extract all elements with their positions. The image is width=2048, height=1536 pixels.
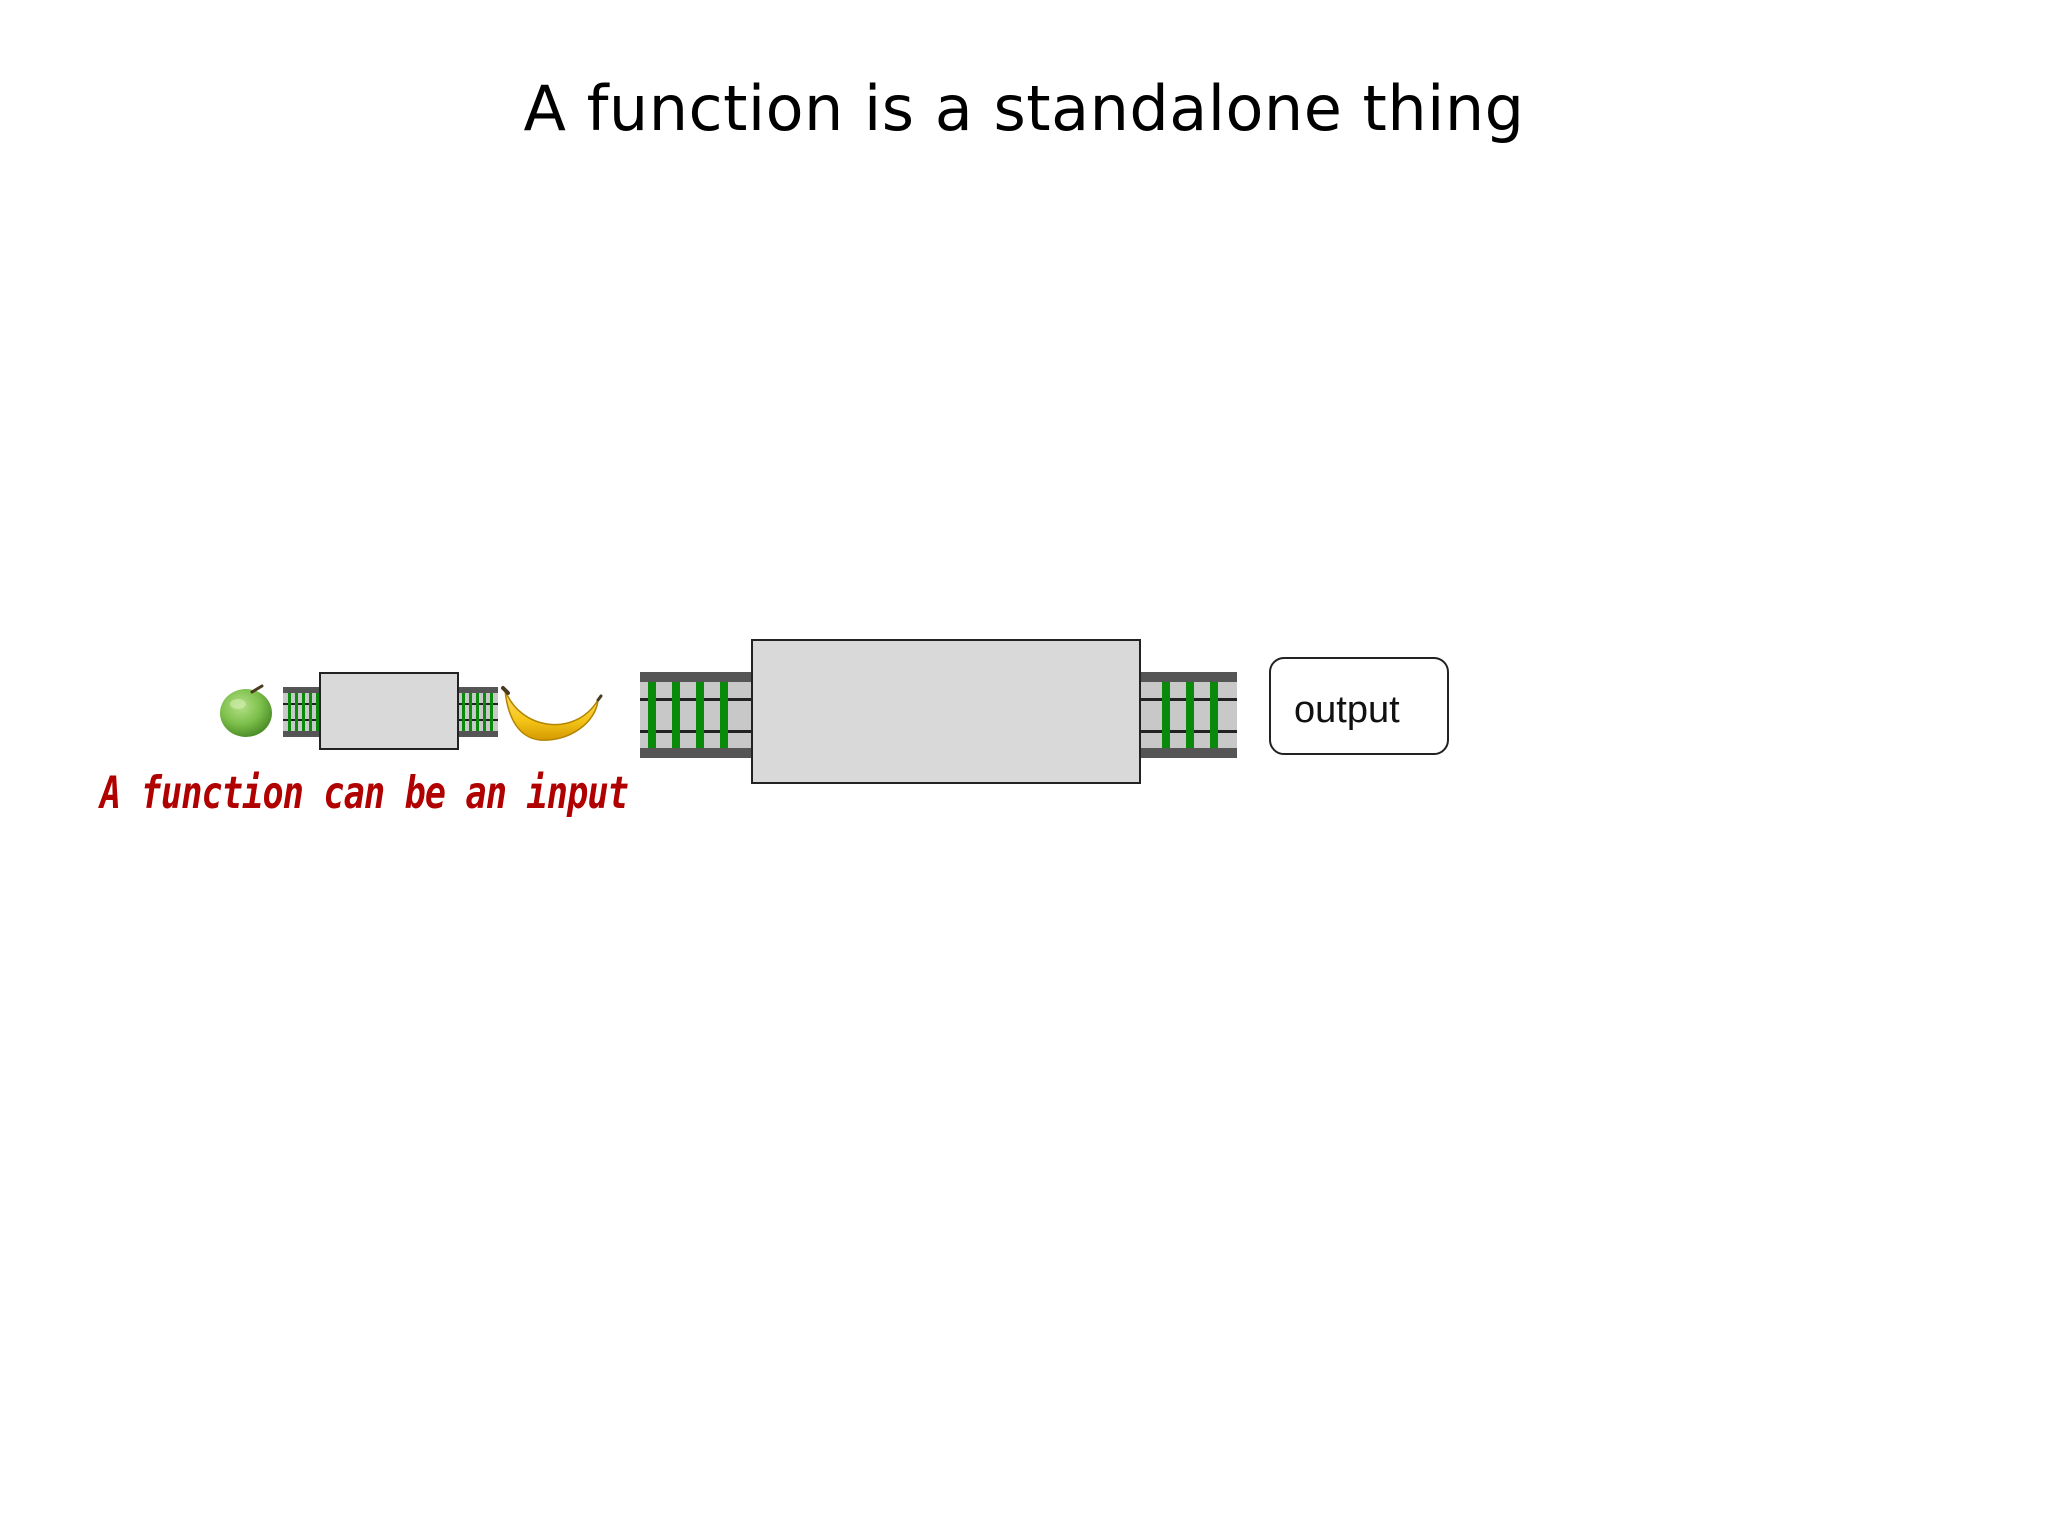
apple-icon [220, 684, 272, 737]
output-label: output [1294, 689, 1400, 731]
small-function-box [319, 672, 459, 750]
output-box [1269, 657, 1449, 755]
small-input-track [283, 687, 321, 737]
small-function [283, 672, 498, 750]
annotation-note: A function can be an input [98, 768, 629, 819]
small-output-track [458, 687, 498, 737]
output-node: output [1269, 657, 1449, 755]
large-input-track [640, 672, 752, 758]
slide-title: A function is a standalone thing [523, 72, 1525, 145]
banana-icon [501, 686, 603, 741]
large-function [640, 639, 1237, 784]
large-function-box [751, 639, 1141, 784]
large-output-track [1140, 672, 1237, 758]
